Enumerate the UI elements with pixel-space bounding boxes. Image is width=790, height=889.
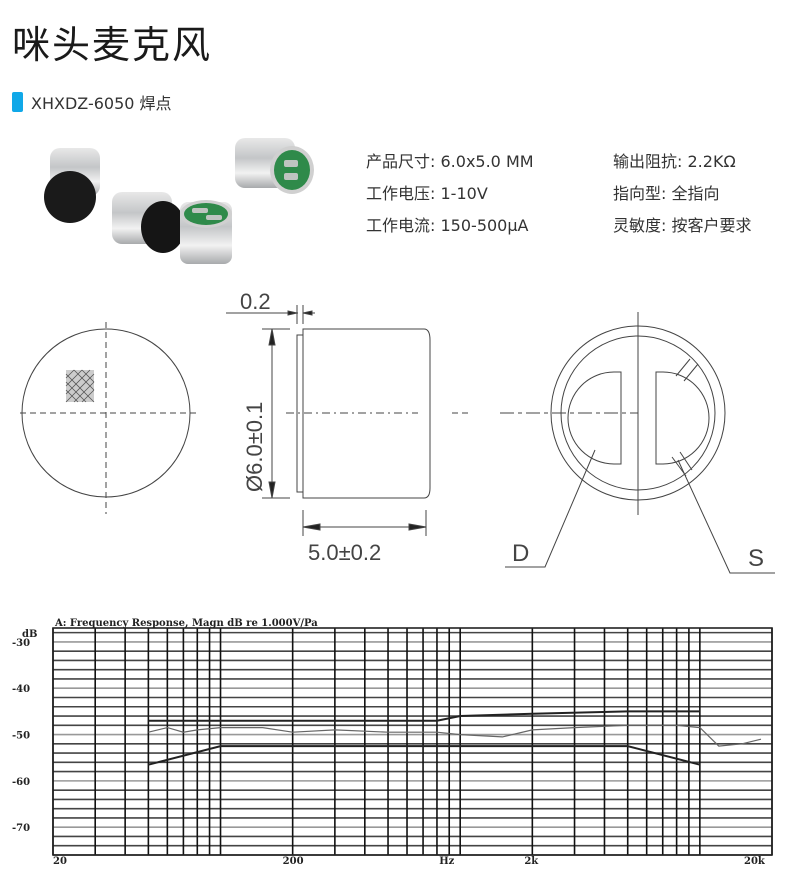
- frequency-response-chart: A: Frequency Response, Magn dB re 1.000V…: [12, 618, 773, 867]
- mic-pcb-right: [235, 138, 314, 194]
- pad-d: [567, 371, 622, 465]
- spec-sensitivity: 灵敏度: 按客户要求: [613, 216, 752, 235]
- svg-text:-40: -40: [12, 684, 30, 695]
- series-0: [148, 724, 762, 747]
- spec-directivity: 指向型: 全指向: [613, 184, 720, 203]
- technical-drawing: 0.2 Ø6.0±0.1 5.0±0.2 D S: [20, 289, 775, 574]
- series-2: [148, 745, 701, 766]
- pin-label-s: S: [748, 545, 764, 572]
- spec-list-left: 产品尺寸: 6.0x5.0 MM 工作电压: 1-10V 工作电流: 150-5…: [366, 146, 534, 242]
- mic-felt-center: [112, 192, 185, 253]
- spec-current: 工作电流: 150-500μA: [366, 216, 529, 235]
- product-photo: [44, 138, 314, 264]
- svg-text:2k: 2k: [524, 856, 539, 867]
- chart-grid: [52, 627, 773, 856]
- chart-title: A: Frequency Response, Magn dB re 1.000V…: [54, 618, 318, 629]
- svg-text:-60: -60: [12, 777, 30, 788]
- back-view: [452, 312, 775, 574]
- pin-label-d: D: [512, 540, 529, 567]
- spec-impedance: 输出阻抗: 2.2KΩ: [613, 152, 736, 171]
- pad-s: [655, 371, 710, 465]
- svg-text:20: 20: [53, 856, 67, 867]
- series-1: [148, 710, 700, 722]
- dim-length: 5.0±0.2: [308, 540, 381, 565]
- spec-size: 产品尺寸: 6.0x5.0 MM: [366, 152, 534, 171]
- side-view: [226, 305, 431, 536]
- spec-list-right: 输出阻抗: 2.2KΩ 指向型: 全指向 灵敏度: 按客户要求: [613, 146, 752, 242]
- svg-text:-70: -70: [12, 823, 30, 834]
- dim-thickness: 0.2: [240, 289, 271, 314]
- svg-text:20k: 20k: [744, 856, 766, 867]
- svg-text:-50: -50: [12, 731, 30, 742]
- hatch-pattern-icon: [65, 369, 95, 403]
- svg-text:200: 200: [283, 856, 304, 867]
- accent-marker-icon: [12, 92, 23, 112]
- dim-diameter: Ø6.0±0.1: [242, 402, 267, 492]
- mic-felt-left: [44, 148, 100, 223]
- chart-axis-labels: dB-30 -40 -50 -60 -70 20 200 Hz 2k 20k: [12, 629, 766, 867]
- mic-pcb-center: [180, 200, 232, 264]
- model-subtitle: XHXDZ-6050 焊点: [12, 90, 172, 114]
- chart-series: [148, 710, 762, 766]
- svg-text:Hz: Hz: [439, 856, 454, 867]
- front-view: [20, 322, 198, 514]
- svg-text:dB: dB: [22, 629, 37, 640]
- model-label: XHXDZ-6050 焊点: [31, 94, 172, 113]
- spec-voltage: 工作电压: 1-10V: [366, 184, 488, 203]
- page-title: 咪头麦克风: [12, 23, 213, 67]
- svg-text:-30: -30: [12, 638, 30, 649]
